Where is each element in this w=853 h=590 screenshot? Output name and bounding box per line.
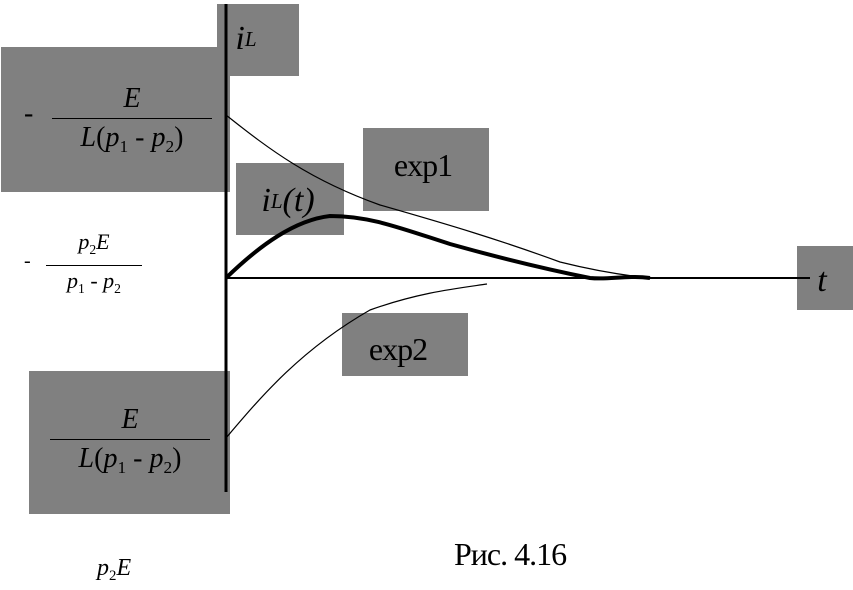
il-curve: [224, 213, 651, 281]
top-formula-box: [1, 47, 230, 192]
figure-caption: Рис. 4.16: [453, 536, 567, 572]
exp2-label-text: exp2: [368, 330, 428, 367]
bottom-partial-formula: p2E: [97, 555, 132, 585]
top-formula-denominator: L(p1 - p2): [80, 122, 184, 157]
exp1-label: exp1: [368, 140, 478, 190]
exp2-curve: [225, 283, 488, 439]
exp1-curve: [225, 114, 651, 279]
exp1-label-text: exp1: [393, 146, 453, 183]
il-label-sub: L: [270, 188, 283, 213]
mid-formula-denominator: p1 - p2: [67, 267, 121, 296]
il-label-box: [236, 163, 344, 235]
exp2-label: exp2: [346, 326, 450, 372]
top-formula-minus: -: [24, 98, 34, 129]
exp1-label-box: [363, 128, 489, 211]
mid-formula-numerator: p2E: [78, 229, 110, 257]
top-formula-bar: [52, 118, 212, 119]
y-label-box: [217, 4, 299, 76]
x-axis-label: t: [800, 256, 844, 306]
il-label-main: i: [261, 182, 271, 219]
top-formula-fraction: E L(p1 - p2): [52, 84, 212, 162]
top-formula-numerator: E: [123, 83, 141, 114]
il-label-arg: (t): [282, 182, 315, 219]
bottom-formula-numerator: E: [121, 404, 139, 435]
y-axis-label-sub: L: [244, 26, 257, 51]
x-axis-label-text: t: [817, 262, 827, 299]
bottom-formula-box: [29, 371, 230, 514]
exp2-label-box: [342, 313, 468, 376]
bottom-formula-bar: [50, 439, 210, 440]
mid-formula-bar: [46, 264, 142, 266]
mid-formula-minus: -: [24, 250, 31, 272]
bottom-formula-denominator: L(p1 - p2): [78, 443, 182, 478]
y-axis-label-main: i: [235, 20, 245, 57]
caption-box: [392, 521, 628, 586]
mid-formula-fraction: p2E p1 - p2: [46, 230, 142, 301]
bottom-formula-fraction: E L(p1 - p2): [50, 405, 210, 483]
